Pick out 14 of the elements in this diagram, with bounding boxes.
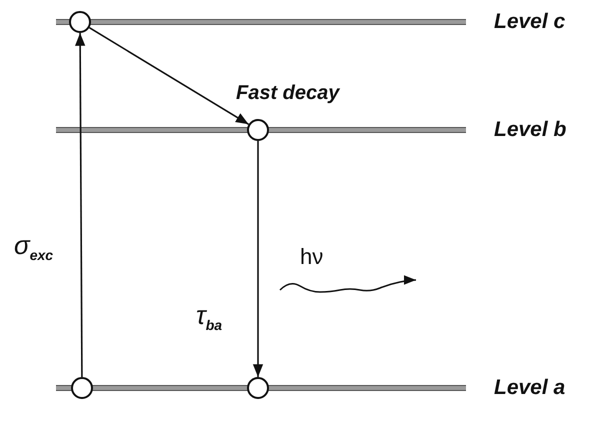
arrow [75, 33, 86, 377]
state-circle [247, 377, 269, 399]
level-label: Level c [494, 9, 566, 35]
arrow [252, 141, 264, 377]
photon-label: hν [300, 244, 324, 270]
state-circle [247, 119, 269, 141]
edge-label: τ$_{ba}$ [196, 300, 222, 334]
edge-label: Fast decay [236, 82, 340, 105]
level-label: Level b [494, 117, 566, 143]
state-circle [71, 377, 93, 399]
level-label: Level a [494, 375, 566, 401]
state-circle [69, 11, 91, 33]
edge-label: σ$_{exc}$ [14, 230, 54, 264]
arrow [88, 27, 250, 125]
